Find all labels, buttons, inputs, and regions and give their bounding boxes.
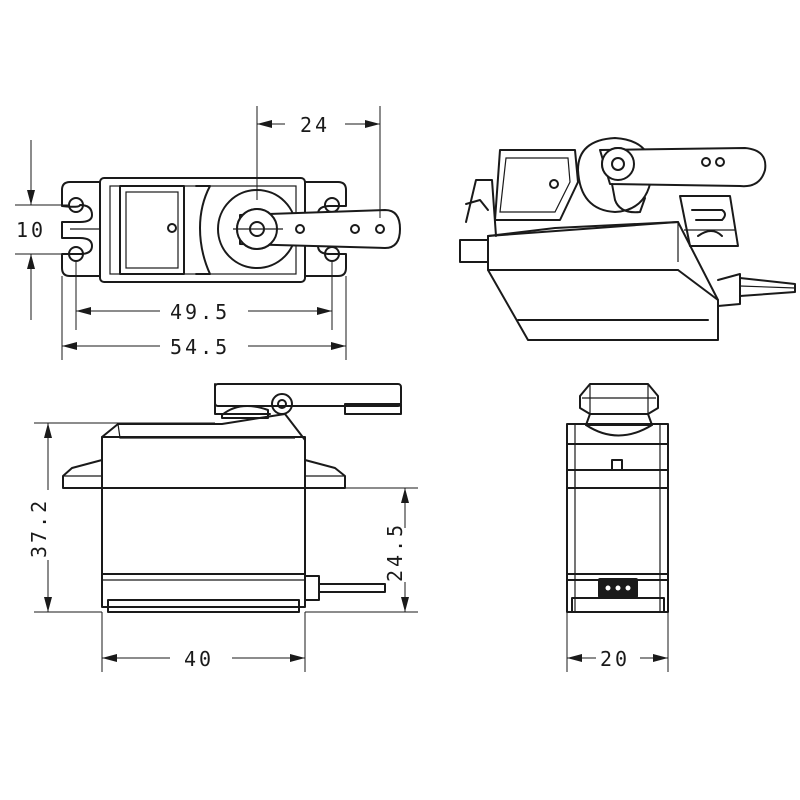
dim-overall-length: 54.5 bbox=[170, 335, 230, 359]
dim-end-width: 20 bbox=[600, 647, 630, 671]
dim-horn-offset: 24 bbox=[300, 113, 330, 137]
end-view: 20 bbox=[566, 383, 669, 672]
dim-tab-height: 10 bbox=[16, 218, 46, 242]
dim-side-height: 37.2 bbox=[27, 498, 51, 558]
side-view: 37.2 24.5 40 bbox=[27, 383, 418, 672]
top-view: 24 10 49.5 54.5 bbox=[15, 106, 401, 360]
dim-hole-spacing: 49.5 bbox=[170, 300, 230, 324]
dim-flange-height: 24.5 bbox=[383, 522, 407, 582]
isometric-view bbox=[459, 137, 796, 341]
dim-side-length: 40 bbox=[184, 647, 214, 671]
